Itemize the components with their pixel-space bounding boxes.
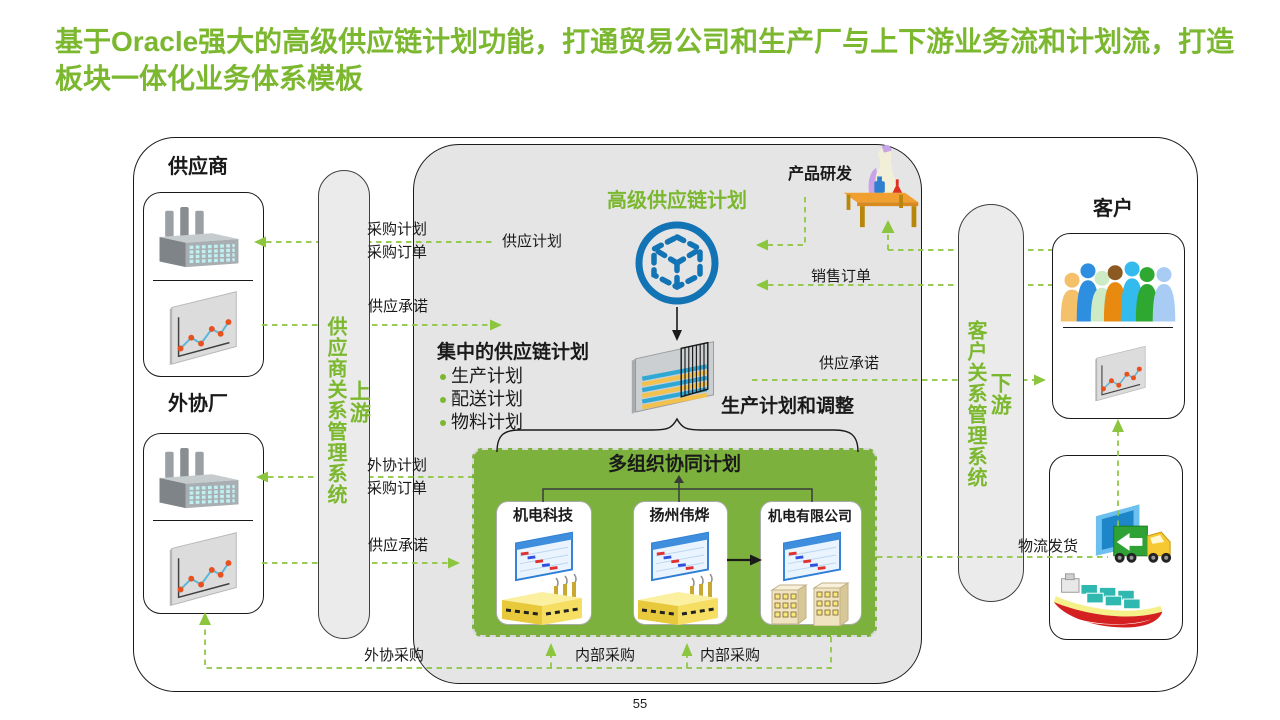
- org-label-2: 扬州伟烨: [649, 507, 710, 524]
- bullet-dot: [440, 373, 446, 380]
- purchase-flow-labels: 采购计划 采购订单: [367, 221, 427, 263]
- central-plan-bullets: 生产计划 配送计划 物料计划: [440, 365, 523, 434]
- org-label-1: 机电科技: [512, 507, 573, 524]
- bullet-item: 物料计划: [451, 412, 523, 433]
- network-cube-icon: [635, 221, 719, 305]
- outsource-po-label: 采购订单: [367, 479, 428, 497]
- divider: [1063, 327, 1173, 328]
- internal-purchase-label-2: 内部采购: [700, 647, 761, 664]
- bullet-item: 配送计划: [451, 389, 523, 410]
- logistics-label: 物流发货: [1018, 538, 1079, 555]
- office-buildings-icon: [770, 582, 850, 626]
- bullet-dot: [440, 396, 446, 403]
- outsource-flow-labels: 外协计划 采购订单: [367, 457, 427, 499]
- outsource-purchase-label: 外协采购: [364, 647, 425, 664]
- factory-icon: [159, 447, 239, 509]
- upstream-label: 上游: [347, 380, 371, 424]
- bullet-item: 生产计划: [451, 366, 523, 387]
- gantt-panel-icon: [631, 341, 714, 414]
- crm-bar: [958, 204, 1024, 602]
- outsource-label: 外协厂: [168, 393, 228, 415]
- plan-board-icon: [515, 531, 573, 582]
- flow-line-rd-to-ascp: [768, 197, 806, 246]
- yellow-factory-icon: [638, 574, 718, 625]
- plan-board-icon: [783, 531, 841, 582]
- multi-org-title: 多组织协同计划: [607, 454, 741, 475]
- central-plan-title: 集中的供应链计划: [437, 342, 590, 363]
- org-connectors: [542, 482, 813, 502]
- line-chart-icon: [169, 532, 237, 607]
- purchase-plan-label: 采购计划: [367, 221, 428, 238]
- line-chart-icon: [169, 291, 237, 366]
- crm-bar-label: 客户关系管理系统: [964, 320, 986, 488]
- factory-icon: [159, 206, 239, 268]
- plan-board-icon: [651, 531, 709, 582]
- yellow-factory-icon: [502, 574, 582, 625]
- supply-commit-right-label: 供应承诺: [819, 355, 880, 372]
- srm-bar: [318, 170, 370, 639]
- cargo-ship-icon: [1053, 573, 1163, 628]
- bullet-dot: [440, 419, 446, 426]
- flow-line-outsource-purchase: [204, 624, 832, 669]
- sales-order-label: 销售订单: [811, 268, 872, 285]
- customer-label: 客户: [1093, 198, 1133, 220]
- crowd-icon: [1060, 261, 1176, 322]
- prod-adjust-label: 生产计划和调整: [721, 396, 855, 417]
- supplier-label: 供应商: [168, 156, 228, 178]
- internal-purchase-label-1: 内部采购: [575, 647, 636, 664]
- outsource-plan-label: 外协计划: [367, 457, 428, 474]
- page-number: 55: [632, 696, 648, 711]
- supply-plan-label: 供应计划: [502, 233, 563, 250]
- supply-commit-lower-label: 供应承诺: [368, 537, 429, 554]
- truck-dock-icon: [1095, 504, 1172, 563]
- page-title: 基于Oracle强大的高级供应链计划功能，打通贸易公司和生产厂与上下游业务流和计…: [55, 26, 1235, 94]
- ascp-title: 高级供应链计划: [607, 190, 747, 212]
- srm-bar-label: 供应商关系管理系统: [324, 316, 346, 505]
- org-label-3: 机电有限公司: [768, 508, 852, 524]
- divider: [153, 520, 253, 521]
- downstream-label: 下游: [988, 372, 1012, 416]
- lab-table-icon: [843, 144, 919, 228]
- rd-label: 产品研发: [788, 166, 853, 183]
- line-chart-icon: [1095, 345, 1146, 402]
- purchase-order-label: 采购订单: [367, 243, 428, 261]
- supply-commit-upper-label: 供应承诺: [368, 298, 429, 315]
- divider: [153, 280, 253, 281]
- brace: [496, 417, 859, 453]
